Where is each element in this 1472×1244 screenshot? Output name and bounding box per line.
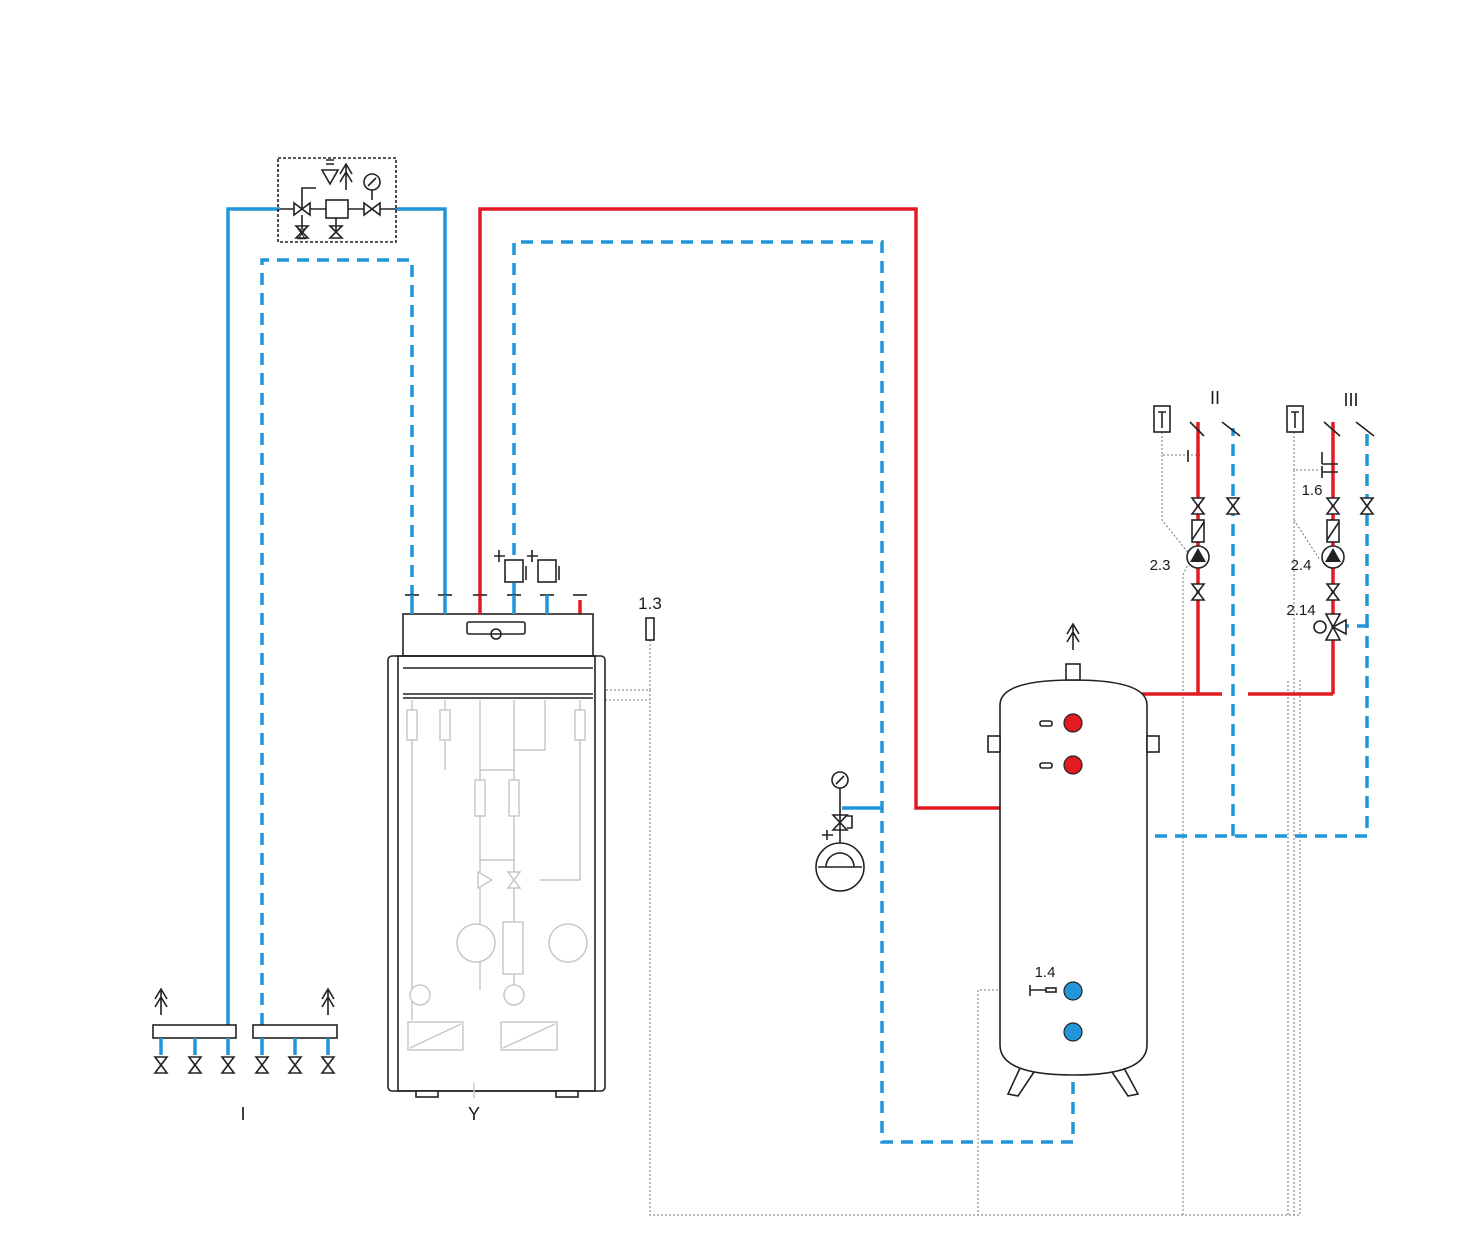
expansion-vessel (815, 771, 865, 892)
sensor-1-3-label: 1.3 (638, 594, 662, 613)
control-wiring (605, 432, 1321, 1216)
cold-water-line (226, 207, 447, 1025)
outdoor-sensor (645, 617, 655, 641)
mixer-2-14-label: 2.14 (1286, 602, 1315, 619)
pump-2-3-label: 2.3 (1150, 557, 1171, 574)
manifold-left (152, 988, 338, 1074)
hot-water-supply-line (478, 207, 1075, 810)
circuit-2 (1153, 405, 1241, 601)
circuit-1-label: I (240, 1104, 245, 1124)
storage-tank (987, 623, 1160, 1097)
hot-water-outlet-line (578, 422, 1335, 723)
unit-y-label: Y (468, 1104, 480, 1124)
valve-1-6-label: 1.6 (1302, 482, 1323, 499)
pump-2-4-label: 2.4 (1291, 557, 1312, 574)
boiler-unit (387, 550, 606, 1098)
circuit-3-label: III (1343, 390, 1358, 410)
return-line-right (512, 240, 1369, 1144)
sensor-1-4-label: 1.4 (1035, 964, 1056, 981)
safety-group (277, 157, 397, 243)
return-line-left (260, 258, 414, 1025)
circuit-2-label: II (1210, 388, 1220, 408)
internal-piping (406, 700, 588, 1051)
circuit-3 (1286, 405, 1375, 641)
